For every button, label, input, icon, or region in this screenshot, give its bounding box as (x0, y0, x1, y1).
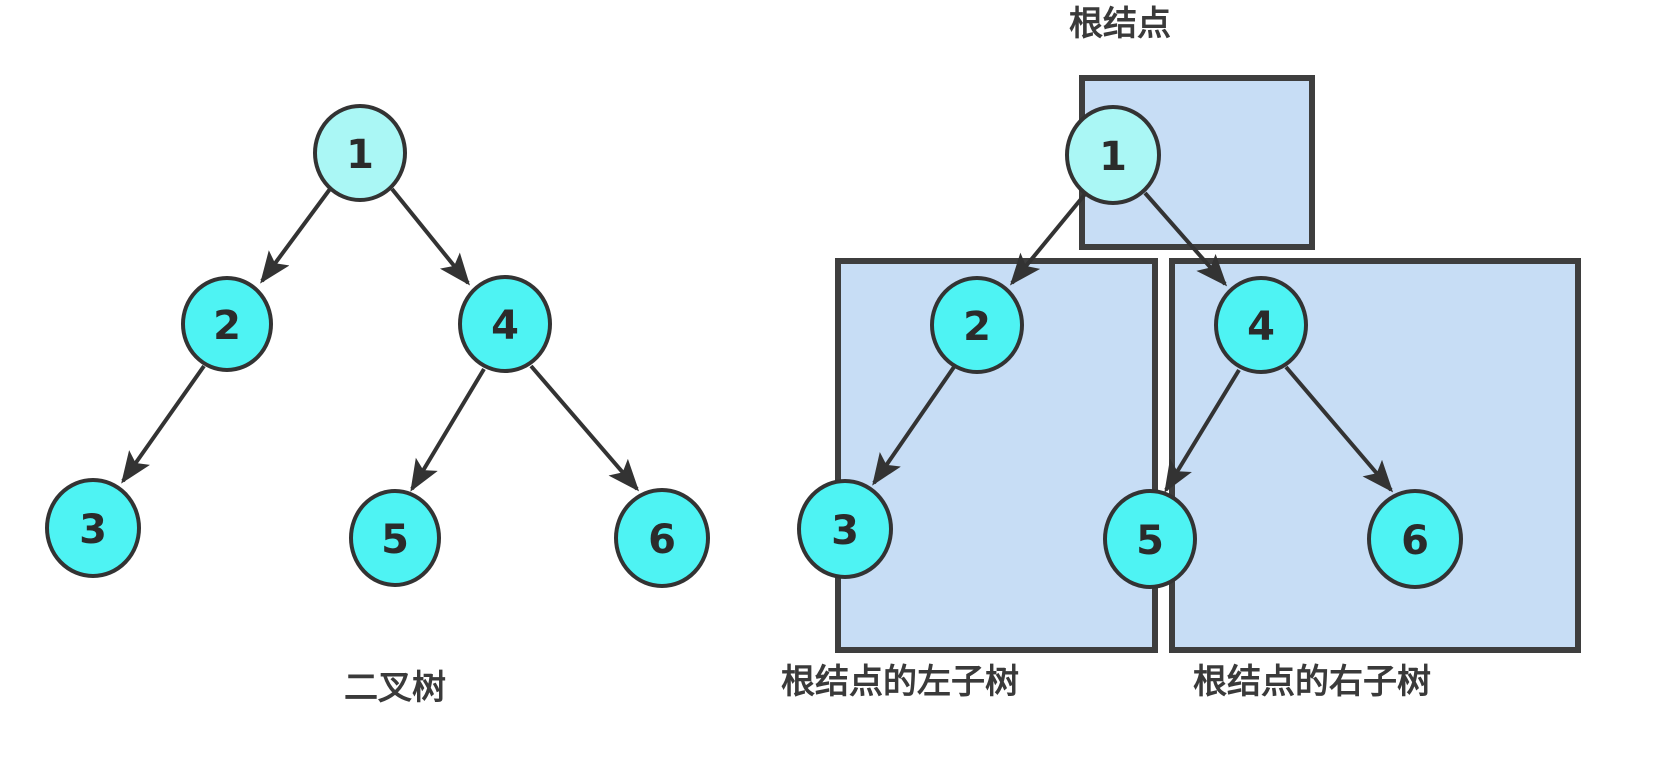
edge-1-2 (260, 187, 332, 284)
edge-4-6 (529, 364, 640, 492)
node-circle (1065, 105, 1161, 205)
right-subtree-caption: 根结点的右子树 (1193, 662, 1431, 702)
node-circle (181, 276, 273, 372)
binary-tree-caption: 二叉树 (344, 668, 446, 708)
left-tree-nodes: 1 2 4 3 5 6 (45, 104, 710, 588)
tree-node-1[interactable]: 1 (313, 104, 407, 202)
subtree-node-6[interactable]: 6 (1367, 489, 1463, 589)
node-circle (1214, 276, 1308, 374)
subtree-node-2[interactable]: 2 (930, 276, 1024, 374)
edge-r2-r3 (872, 365, 956, 486)
node-circle (349, 489, 441, 587)
node-circle (458, 275, 552, 373)
edge-1-4 (390, 187, 471, 286)
right-tree-edges (872, 191, 1394, 493)
tree-node-5[interactable]: 5 (349, 489, 441, 587)
subtree-node-1[interactable]: 1 (1065, 105, 1161, 205)
edge-r4-r5 (1164, 368, 1241, 493)
root-node-title: 根结点 (1069, 4, 1171, 44)
left-tree-edges (121, 187, 640, 492)
node-circle (1103, 489, 1197, 589)
subtree-node-5[interactable]: 5 (1103, 489, 1197, 589)
tree-node-4[interactable]: 4 (458, 275, 552, 373)
node-circle (313, 104, 407, 202)
node-circle (45, 478, 141, 578)
tree-node-6[interactable]: 6 (614, 488, 710, 588)
tree-node-2[interactable]: 2 (181, 276, 273, 372)
node-circle (1367, 489, 1463, 589)
edge-4-5 (410, 367, 486, 492)
node-circle (797, 479, 893, 579)
edge-r4-r6 (1284, 365, 1394, 493)
subtree-node-4[interactable]: 4 (1214, 276, 1308, 374)
edge-2-3 (121, 364, 206, 484)
edge-r1-r2 (1009, 191, 1088, 286)
edge-r1-r4 (1143, 191, 1228, 287)
node-circle (930, 276, 1024, 374)
subtree-node-3[interactable]: 3 (797, 479, 893, 579)
left-subtree-caption: 根结点的左子树 (781, 662, 1019, 702)
tree-node-3[interactable]: 3 (45, 478, 141, 578)
node-circle (614, 488, 710, 588)
